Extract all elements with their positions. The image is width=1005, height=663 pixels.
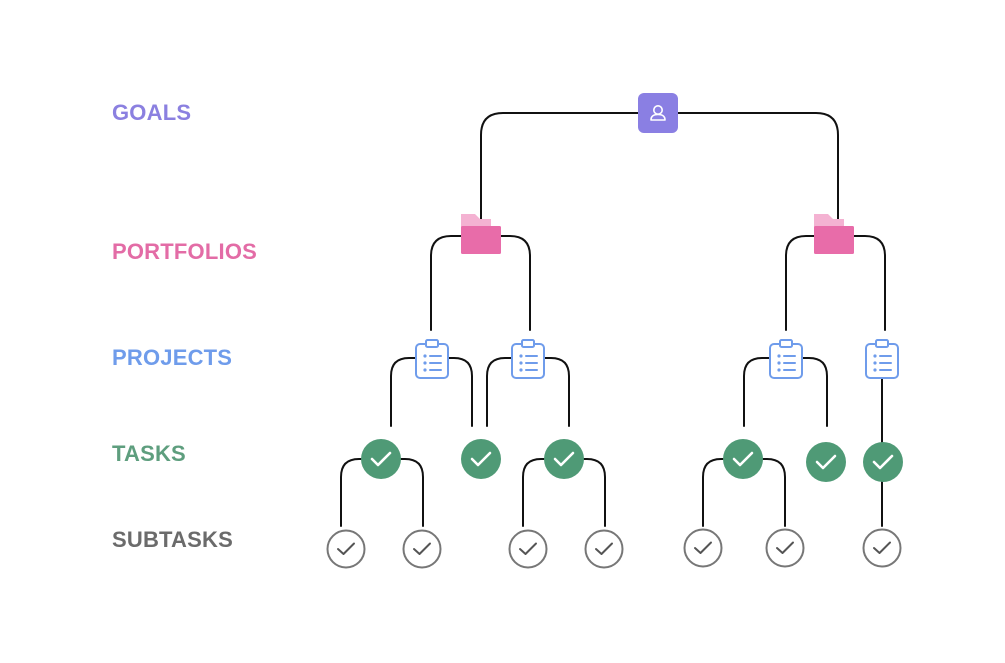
check-circle-filled-icon: [806, 442, 846, 482]
check-circle-outline-icon: [765, 528, 805, 568]
check-circle-filled-icon: [723, 439, 763, 479]
check-circle-outline-icon: [326, 529, 366, 569]
clipboard-list-icon: [511, 339, 545, 379]
check-circle-outline-icon: [862, 528, 902, 568]
connector-lines: [340, 112, 886, 527]
level-label-subtasks: SUBTASKS: [112, 527, 233, 552]
folder-icon: [461, 214, 501, 254]
check-circle-filled-icon: [461, 439, 501, 479]
check-circle-outline-icon: [683, 528, 723, 568]
check-circle-outline-icon: [508, 529, 548, 569]
tree-nodes: [326, 93, 903, 569]
level-label-portfolios: PORTFOLIOS: [112, 239, 257, 264]
clipboard-list-icon: [415, 339, 449, 379]
person-icon: [638, 93, 678, 133]
check-circle-outline-icon: [584, 529, 624, 569]
clipboard-list-icon: [769, 339, 803, 379]
folder-icon: [814, 214, 854, 254]
check-circle-filled-icon: [863, 442, 903, 482]
level-label-tasks: TASKS: [112, 441, 186, 466]
level-label-goals: GOALS: [112, 100, 192, 125]
clipboard-list-icon: [865, 339, 899, 379]
check-circle-filled-icon: [361, 439, 401, 479]
check-circle-filled-icon: [544, 439, 584, 479]
level-label-projects: PROJECTS: [112, 345, 233, 370]
check-circle-outline-icon: [402, 529, 442, 569]
